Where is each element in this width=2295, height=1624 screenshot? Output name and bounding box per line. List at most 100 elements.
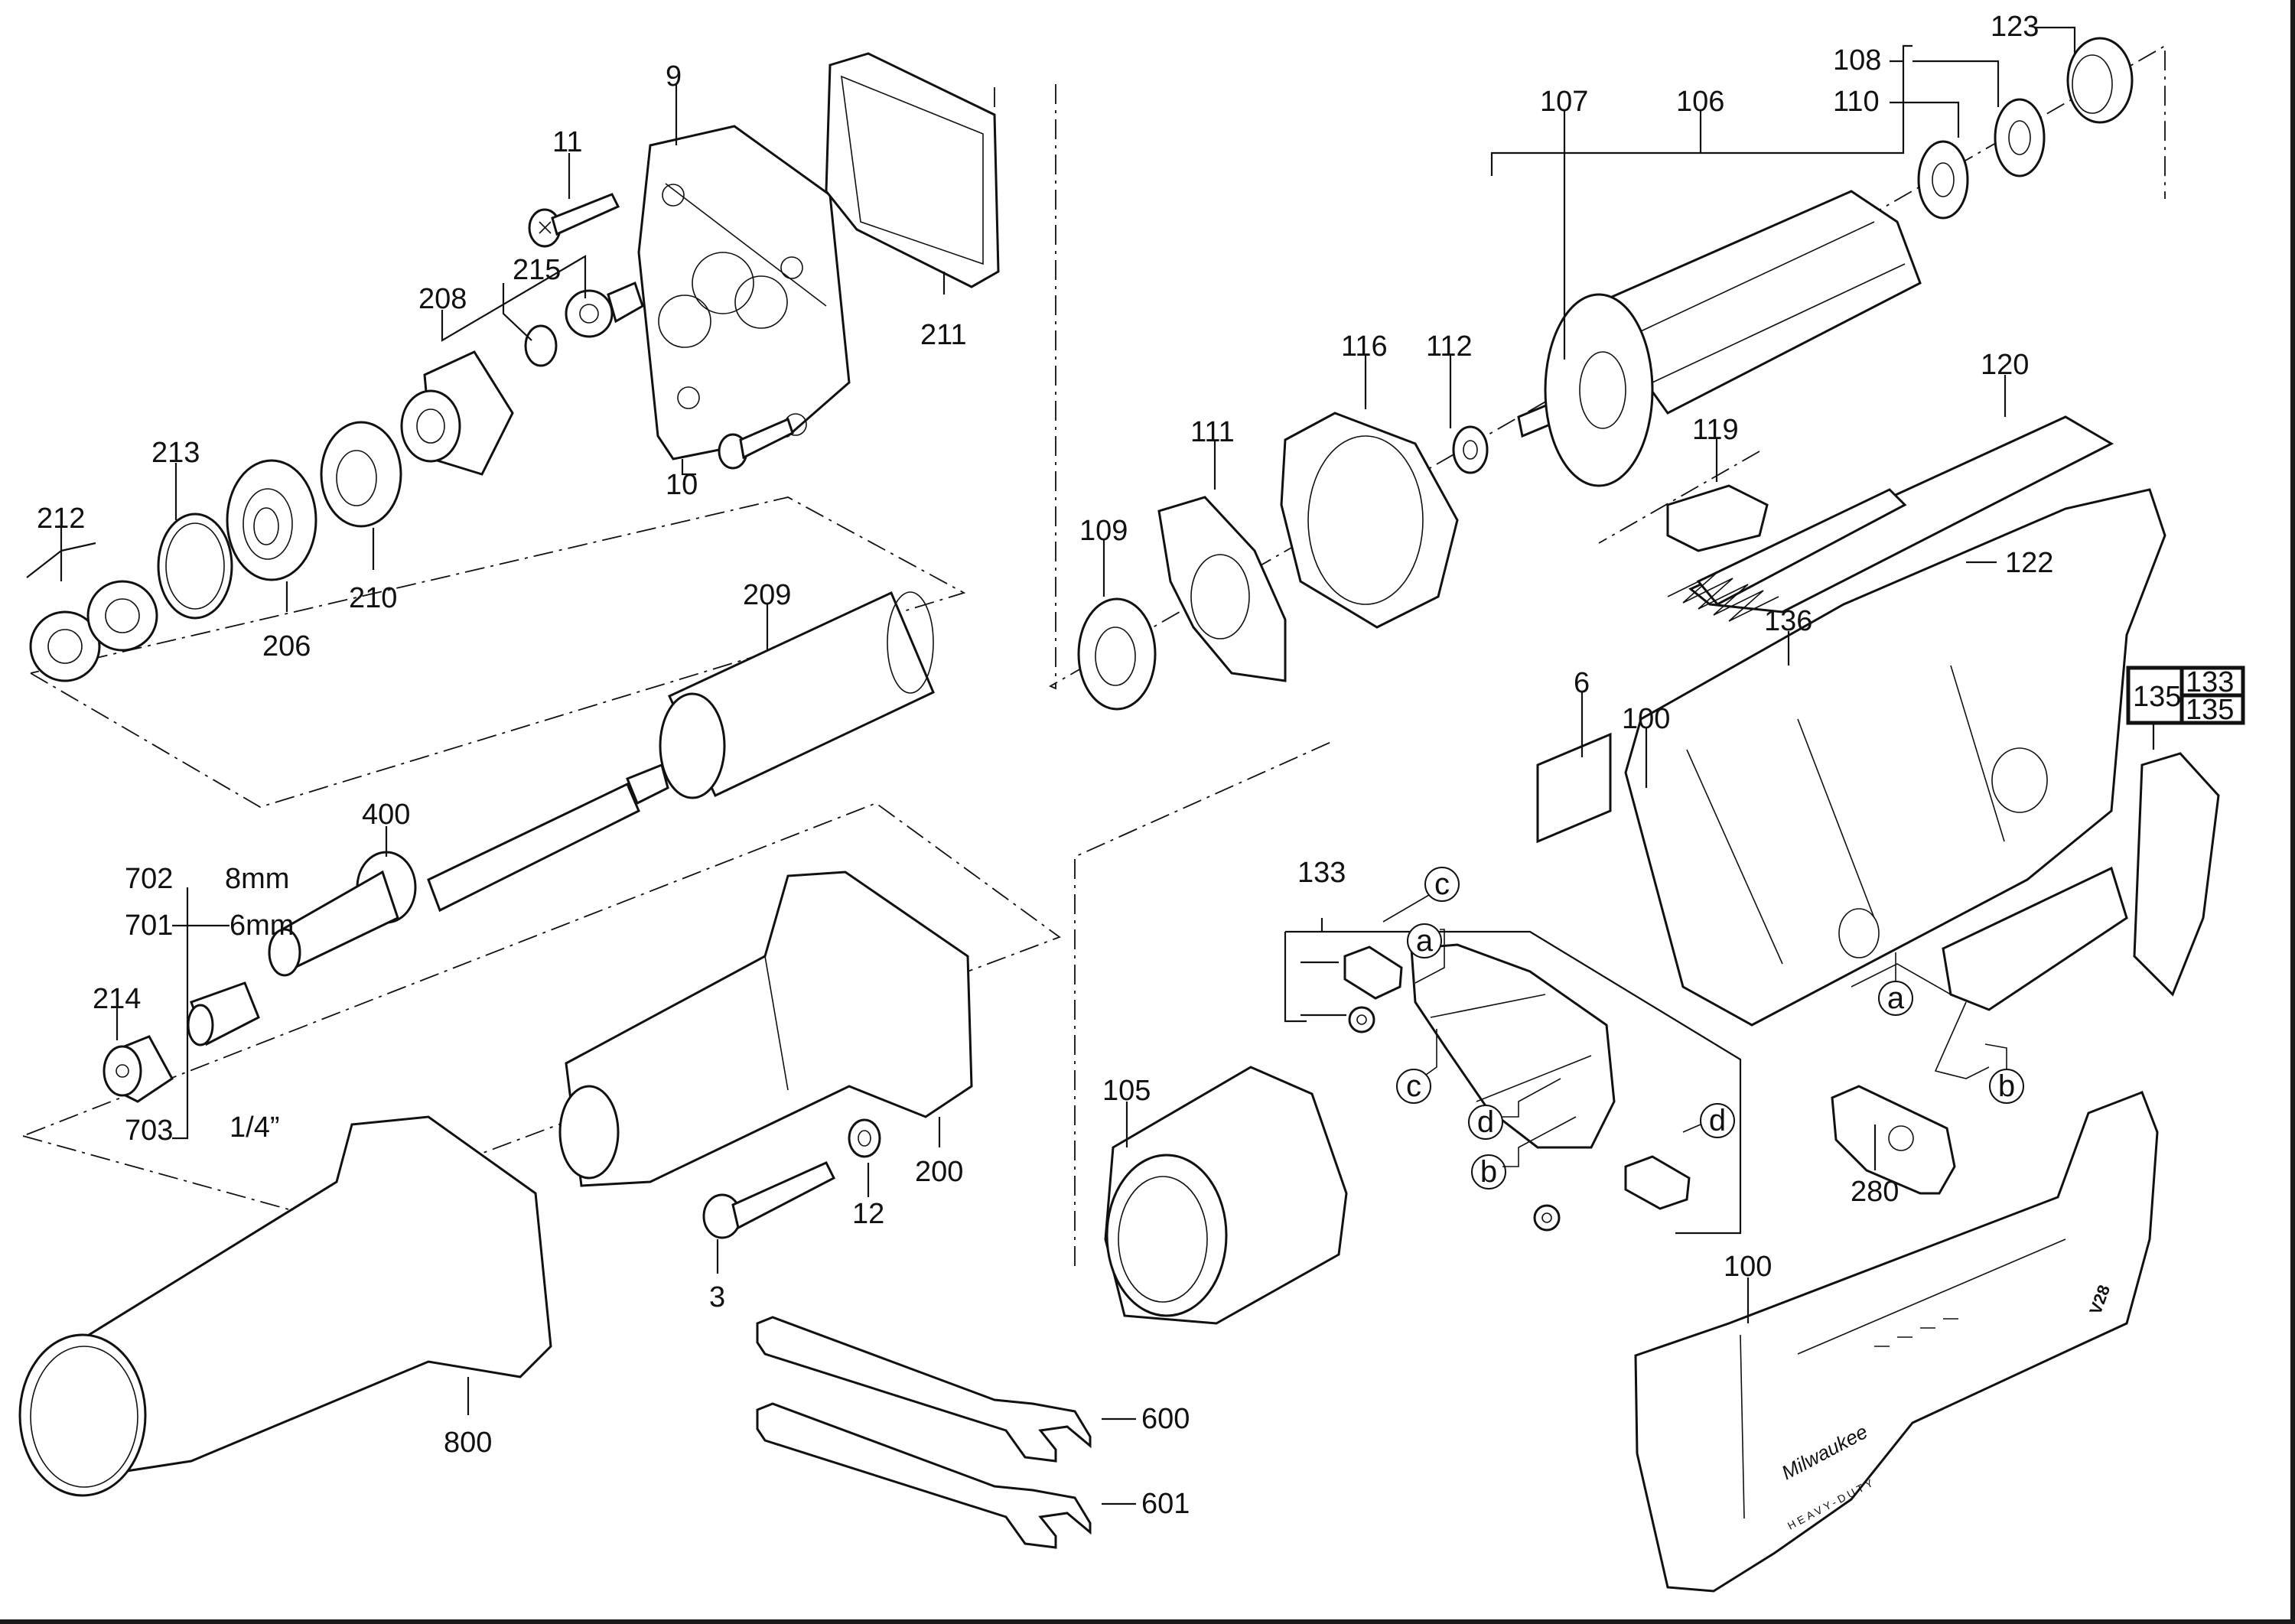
callout-c-bottom[interactable]: c bbox=[1396, 1069, 1431, 1104]
callout-a-brush[interactable]: a bbox=[1407, 923, 1442, 958]
part-100-housing-half-upper[interactable] bbox=[1624, 488, 2166, 1027]
part-brush-spring-left[interactable] bbox=[1348, 1006, 1375, 1033]
label-123[interactable]: 123 bbox=[1991, 11, 2039, 43]
part-200-front-housing[interactable] bbox=[558, 871, 973, 1187]
callout-a-switch[interactable]: a bbox=[1878, 981, 1913, 1016]
part-brush-spring-right[interactable] bbox=[1533, 1204, 1561, 1232]
callout-b-brush[interactable]: b bbox=[1471, 1154, 1506, 1190]
part-109-bearing[interactable] bbox=[1077, 597, 1157, 711]
frame-right-border bbox=[2290, 0, 2295, 1624]
callout-d-right[interactable]: d bbox=[1700, 1103, 1735, 1138]
part-213-retaining-ring[interactable] bbox=[157, 513, 233, 620]
part-206-bearing[interactable] bbox=[226, 459, 317, 581]
label-100-lower[interactable]: 100 bbox=[1724, 1251, 1772, 1283]
part-210-seal[interactable] bbox=[320, 421, 402, 528]
label-209[interactable]: 209 bbox=[743, 579, 791, 611]
part-brush-right[interactable] bbox=[1624, 1155, 1691, 1210]
part-100-housing-lower[interactable] bbox=[1634, 1091, 2159, 1593]
part-12-washer[interactable] bbox=[848, 1118, 881, 1158]
label-211[interactable]: 211 bbox=[920, 319, 967, 351]
part-11-screw[interactable] bbox=[528, 193, 620, 248]
callout-d-left[interactable]: d bbox=[1468, 1105, 1503, 1140]
part-701-collet[interactable] bbox=[187, 981, 260, 1046]
part-209-sleeve[interactable] bbox=[659, 591, 935, 799]
part-brush-left[interactable] bbox=[1343, 945, 1403, 1000]
part-400-spindle[interactable] bbox=[268, 763, 669, 977]
label-215[interactable]: 215 bbox=[513, 254, 561, 286]
label-3[interactable]: 3 bbox=[709, 1281, 725, 1313]
label-212[interactable]: 212 bbox=[37, 503, 85, 535]
label-206[interactable]: 206 bbox=[262, 630, 311, 662]
part-112-washer[interactable] bbox=[1452, 425, 1489, 474]
label-112[interactable]: 112 bbox=[1426, 330, 1473, 363]
label-600[interactable]: 600 bbox=[1141, 1403, 1190, 1435]
kit-box-135[interactable]: 135 133 135 bbox=[2126, 666, 2245, 726]
callout-c-top[interactable]: c bbox=[1424, 867, 1460, 902]
label-400[interactable]: 400 bbox=[362, 799, 410, 831]
part-oring[interactable] bbox=[524, 324, 558, 367]
label-108[interactable]: 108 bbox=[1833, 44, 1881, 76]
label-111[interactable]: 111 bbox=[1190, 416, 1235, 448]
label-9[interactable]: 9 bbox=[666, 60, 682, 93]
label-116[interactable]: 116 bbox=[1341, 330, 1388, 363]
part-214-nut[interactable] bbox=[103, 1035, 174, 1103]
callout-letter: c bbox=[1406, 1069, 1421, 1103]
part-111-plate[interactable] bbox=[1157, 496, 1287, 682]
part-600-wrench[interactable] bbox=[756, 1316, 1092, 1463]
label-214[interactable]: 214 bbox=[93, 983, 141, 1015]
label-208[interactable]: 208 bbox=[418, 283, 467, 315]
label-800[interactable]: 800 bbox=[444, 1427, 492, 1459]
label-213[interactable]: 213 bbox=[151, 437, 200, 469]
label-11[interactable]: 11 bbox=[552, 126, 582, 158]
label-109[interactable]: 109 bbox=[1079, 515, 1128, 547]
label-701[interactable]: 701 bbox=[125, 910, 173, 942]
frame-bottom-border bbox=[0, 1619, 2295, 1624]
part-215-gear-pinion[interactable] bbox=[565, 281, 644, 338]
part-107-fan[interactable] bbox=[1544, 293, 1654, 487]
part-6-label[interactable] bbox=[1536, 732, 1612, 844]
label-210[interactable]: 210 bbox=[349, 582, 397, 614]
label-10[interactable]: 10 bbox=[666, 469, 698, 501]
label-105[interactable]: 105 bbox=[1102, 1075, 1151, 1107]
label-119[interactable]: 119 bbox=[1692, 414, 1739, 446]
label-110[interactable]: 110 bbox=[1833, 86, 1880, 118]
label-120[interactable]: 120 bbox=[1981, 349, 2029, 381]
part-116-baffle[interactable] bbox=[1280, 412, 1459, 629]
callout-letter: a bbox=[1416, 924, 1434, 958]
callout-leaders bbox=[1382, 894, 2007, 1167]
part-280-light-lens[interactable] bbox=[1831, 1085, 1956, 1195]
callout-b-switch[interactable]: b bbox=[1989, 1069, 2024, 1104]
collet-size-8mm: 8mm bbox=[225, 863, 289, 895]
part-10-screw[interactable] bbox=[718, 417, 794, 470]
part-3-screw[interactable] bbox=[702, 1161, 836, 1239]
bracket-133 bbox=[1284, 930, 1742, 1235]
part-208-bearing-housing[interactable] bbox=[400, 350, 514, 476]
label-133[interactable]: 133 bbox=[1297, 857, 1346, 889]
part-601-wrench[interactable] bbox=[756, 1402, 1092, 1549]
part-119-button[interactable] bbox=[1666, 484, 1769, 552]
label-280[interactable]: 280 bbox=[1851, 1176, 1899, 1208]
label-200[interactable]: 200 bbox=[915, 1156, 963, 1188]
part-122-spring[interactable] bbox=[1667, 571, 1779, 622]
part-211-gasket-cover[interactable] bbox=[825, 52, 1000, 288]
label-12[interactable]: 12 bbox=[852, 1198, 884, 1230]
part-135-switch[interactable] bbox=[1851, 752, 2220, 1079]
collet-size-quarter-inch: 1/4” bbox=[230, 1111, 279, 1144]
part-212-lock-washers[interactable] bbox=[29, 580, 158, 682]
part-133-brush-holder[interactable] bbox=[1410, 943, 1616, 1149]
label-136[interactable]: 136 bbox=[1764, 605, 1812, 637]
part-105-field-housing[interactable] bbox=[1104, 1066, 1348, 1325]
label-107[interactable]: 107 bbox=[1540, 86, 1588, 118]
label-703[interactable]: 703 bbox=[125, 1115, 173, 1147]
label-702[interactable]: 702 bbox=[125, 863, 173, 895]
part-110-bearing[interactable] bbox=[1917, 140, 1969, 220]
label-100-upper[interactable]: 100 bbox=[1622, 703, 1670, 735]
part-800-nose-cover[interactable] bbox=[18, 1115, 552, 1497]
label-601[interactable]: 601 bbox=[1141, 1488, 1190, 1520]
part-123-bearing-cap[interactable] bbox=[2066, 37, 2134, 124]
part-108-bearing[interactable] bbox=[1994, 98, 2046, 177]
label-122[interactable]: 122 bbox=[2005, 547, 2053, 579]
label-6[interactable]: 6 bbox=[1574, 667, 1590, 699]
label-106[interactable]: 106 bbox=[1676, 86, 1724, 118]
part-9-gear-housing[interactable] bbox=[637, 125, 851, 461]
